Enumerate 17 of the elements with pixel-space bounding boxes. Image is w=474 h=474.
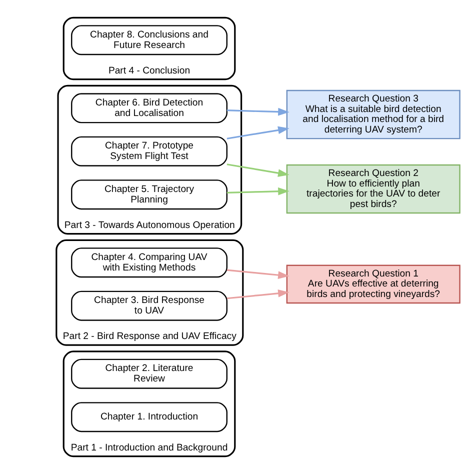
node-box: Chapter 2. Literature Review [70, 358, 227, 389]
arrow [226, 126, 289, 140]
node-box: Chapter 7. Prototype System Flight Test [70, 136, 227, 166]
arrow [226, 164, 289, 177]
arrow [226, 269, 289, 279]
node-box: Research Question 2 How to efficiently plan trajectories for the UAV to deter pest birds? [286, 164, 460, 214]
node-box: Chapter 4. Comparing UAV with Existing Methods [70, 248, 227, 278]
node-box: Research Question 3 What is a suitable bird detection and localisation method for a bird deterring UAV system? [286, 90, 460, 140]
node-box: Chapter 5. Trajectory Planning [70, 180, 227, 210]
arrow [226, 289, 289, 300]
node-box: Chapter 6. Bird Detection and Localisation [70, 93, 227, 124]
arrow [226, 187, 289, 196]
node-box: Chapter 1. Introduction [70, 402, 227, 432]
node-box: Research Question 1 Are UAVs effective at deterring birds and protecting vineyards? [286, 264, 460, 304]
arrow [226, 108, 289, 116]
node-box: Chapter 8. Conclusions and Future Research [70, 25, 227, 56]
node-box: Chapter 3. Bird Response to UAV [70, 290, 227, 321]
